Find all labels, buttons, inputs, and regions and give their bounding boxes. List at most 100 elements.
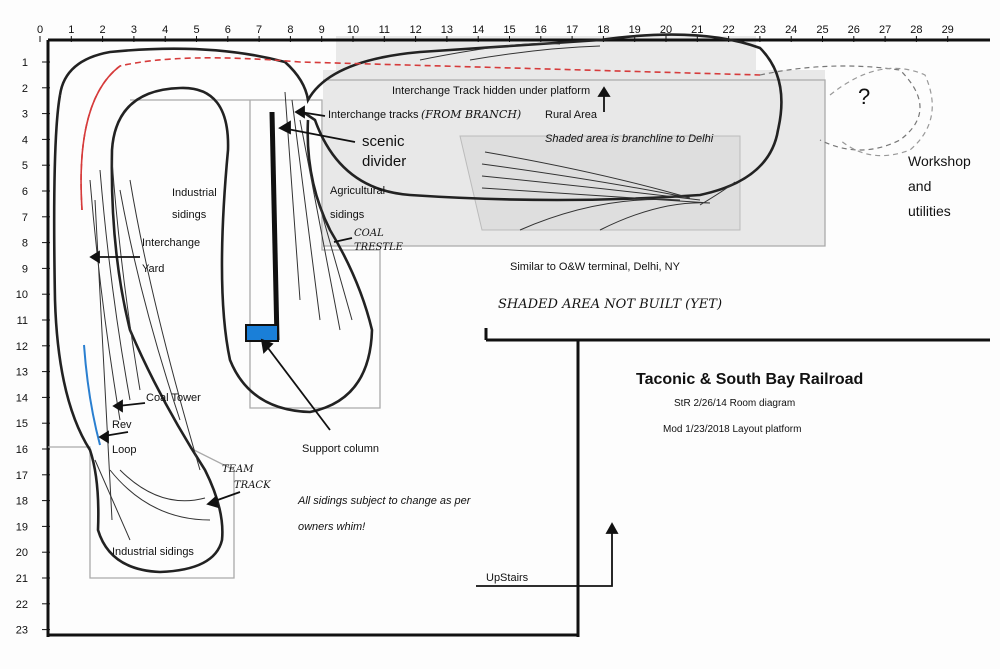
y-tick-label: 5 bbox=[22, 160, 28, 172]
y-tick-label: 11 bbox=[17, 315, 28, 327]
label-interchange-hidden: Interchange Track hidden under platform bbox=[392, 85, 590, 97]
x-tick-label: 25 bbox=[816, 24, 828, 36]
x-tick-label: 15 bbox=[503, 24, 515, 36]
label-from-branch: (FROM BRANCH) bbox=[421, 108, 521, 121]
shaded-areas bbox=[323, 36, 825, 246]
x-tick-label: 17 bbox=[566, 24, 578, 36]
arrow-support-column-head bbox=[260, 338, 274, 354]
x-tick-label: 20 bbox=[660, 24, 672, 36]
label-support-column: Support column bbox=[302, 443, 379, 455]
label-upstairs: UpStairs bbox=[486, 572, 529, 584]
title-line2: Mod 1/23/2018 Layout platform bbox=[663, 424, 801, 435]
label-agricultural-sidings: sidings bbox=[330, 209, 365, 221]
title-block: Taconic & South Bay Railroad StR 2/26/14… bbox=[636, 371, 863, 435]
y-tick-label: 12 bbox=[16, 341, 28, 353]
title-main: Taconic & South Bay Railroad bbox=[636, 371, 863, 388]
label-industrial: Industrial bbox=[172, 187, 217, 199]
x-tick-label: 0 bbox=[37, 24, 43, 36]
label-divider: divider bbox=[362, 153, 406, 170]
label-agricultural: Agricultural bbox=[330, 185, 385, 197]
dashed-extension bbox=[759, 65, 921, 151]
y-tick-label: 9 bbox=[22, 263, 28, 275]
y-tick-label: 21 bbox=[16, 573, 28, 585]
y-tick-label: 16 bbox=[16, 444, 28, 456]
branchline-inner-box bbox=[459, 135, 741, 231]
x-tick-label: 22 bbox=[722, 24, 734, 36]
label-rural-area: Rural Area bbox=[545, 109, 598, 121]
x-tick-label: 11 bbox=[379, 24, 390, 36]
reverse-loop-blue bbox=[83, 344, 101, 446]
left-peninsula bbox=[52, 86, 374, 574]
y-tick-label: 19 bbox=[16, 521, 28, 533]
arrow-rural-area-head bbox=[597, 86, 611, 97]
platform-main bbox=[130, 99, 381, 409]
x-tick-label: 3 bbox=[131, 24, 137, 36]
x-tick-label: 27 bbox=[879, 24, 891, 36]
x-tick-label: 28 bbox=[910, 24, 922, 36]
yard-tracks bbox=[89, 159, 201, 521]
annotation-arrows bbox=[89, 86, 619, 587]
arrow-scenic-divider bbox=[281, 127, 356, 143]
y-tick-label: 3 bbox=[22, 109, 28, 121]
label-coal: COAL bbox=[354, 228, 384, 239]
y-tick-label: 4 bbox=[22, 134, 28, 146]
label-not-built: SHADED AREA NOT BUILT (YET) bbox=[498, 297, 722, 312]
x-tick-label: 13 bbox=[441, 24, 453, 36]
room-walls bbox=[46, 38, 990, 637]
label-utilities: utilities bbox=[908, 203, 951, 219]
label-all-sidings-2: owners whim! bbox=[298, 521, 365, 533]
x-tick-label: 7 bbox=[256, 24, 262, 36]
x-tick-label: 18 bbox=[597, 24, 609, 36]
y-tick-label: 7 bbox=[22, 212, 28, 224]
y-tick-label: 8 bbox=[22, 238, 28, 250]
x-tick-label: 10 bbox=[347, 24, 359, 36]
arrow-interchange-tracks-head bbox=[294, 105, 305, 119]
arrow-coal-trestle bbox=[333, 237, 353, 243]
platform-outlines bbox=[48, 79, 826, 579]
label-coal-tower: Coal Tower bbox=[146, 392, 201, 404]
support-column bbox=[245, 324, 279, 342]
label-all-sidings-1: All sidings subject to change as per bbox=[297, 495, 472, 507]
branchline-yard-tracks bbox=[481, 151, 736, 231]
x-tick-label: 1 bbox=[68, 24, 74, 36]
x-tick-label: 8 bbox=[287, 24, 293, 36]
label-similar: Similar to O&W terminal, Delhi, NY bbox=[510, 261, 681, 273]
arrow-scenic-divider-head bbox=[278, 120, 291, 135]
y-tick-label: 6 bbox=[22, 186, 28, 198]
arrow-upstairs bbox=[476, 530, 613, 587]
y-tick-label: 23 bbox=[16, 625, 28, 637]
platform-right bbox=[323, 79, 826, 247]
y-tick-label: 10 bbox=[16, 289, 28, 301]
label-loop: Loop bbox=[112, 444, 136, 456]
y-tick-label: 14 bbox=[16, 392, 28, 404]
label-question: ? bbox=[858, 84, 870, 109]
x-tick-label: 24 bbox=[785, 24, 797, 36]
x-tick-label: 16 bbox=[535, 24, 547, 36]
x-tick-label: 9 bbox=[319, 24, 325, 36]
agricultural-sidings-tracks bbox=[284, 91, 353, 331]
y-tick-label: 2 bbox=[22, 83, 28, 95]
scenic-divider-line bbox=[269, 111, 280, 341]
x-tick-label: 26 bbox=[848, 24, 860, 36]
arrow-coal-tower-head bbox=[112, 399, 123, 413]
label-trestle: TRESTLE bbox=[354, 242, 404, 253]
x-tick-label: 4 bbox=[162, 24, 168, 36]
label-track: TRACK bbox=[234, 480, 271, 491]
label-yard: Yard bbox=[142, 263, 164, 275]
x-tick-label: 5 bbox=[193, 24, 199, 36]
y-tick-label: 20 bbox=[16, 547, 28, 559]
top-shaded-tracks bbox=[419, 42, 601, 61]
y-tick-label: 18 bbox=[16, 496, 28, 508]
label-industrial-sidings: sidings bbox=[172, 209, 207, 221]
label-team: TEAM bbox=[222, 464, 254, 475]
dashed-workshop-circle bbox=[829, 67, 933, 157]
x-tick-label: 29 bbox=[942, 24, 954, 36]
x-tick-label: 14 bbox=[472, 24, 484, 36]
arrow-team-track-head bbox=[206, 495, 220, 509]
arrow-support-column bbox=[264, 343, 331, 431]
track-plan bbox=[52, 33, 933, 574]
